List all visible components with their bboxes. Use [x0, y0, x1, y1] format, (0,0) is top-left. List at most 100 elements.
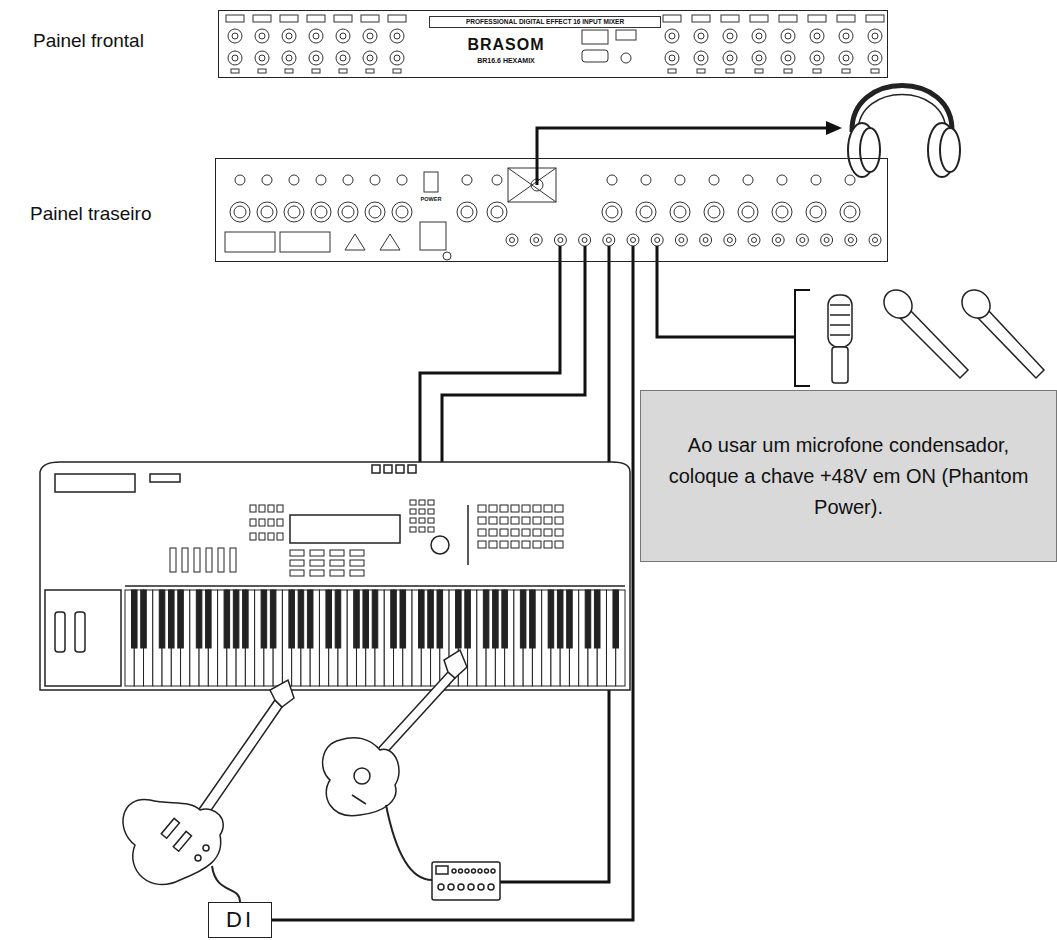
keyboard-buttons-part [522, 517, 530, 524]
front-panel: PROFESSIONAL DIGITAL EFFECT 16 INPUT MIX… [218, 10, 888, 78]
front-panel-controls-part [228, 51, 242, 65]
keyboard-keys [125, 590, 625, 686]
rear-panel-connectors-part [845, 234, 857, 246]
keyboard-keys-part [243, 590, 249, 648]
front-panel-controls-part [665, 29, 679, 43]
front-panel-controls-part [367, 33, 373, 39]
rear-panel-connectors-part [777, 175, 787, 185]
rear-panel-connectors-part [742, 206, 754, 218]
front-panel-controls-part [810, 51, 824, 65]
rear-panel-connectors-part [670, 202, 690, 222]
rear-panel-connectors-part [506, 234, 518, 246]
rear-panel-connectors-part [369, 206, 381, 218]
effects-pedal-part [436, 866, 448, 874]
rear-panel-connectors-part [487, 202, 507, 222]
keyboard-buttons-part [533, 541, 541, 548]
rear-panel-connectors-part [579, 234, 591, 246]
front-panel-controls-part [313, 33, 319, 39]
rear-panel-connectors-part [655, 238, 660, 243]
keyboard-keys-part [502, 590, 508, 648]
panel-label: Painel traseiro [30, 203, 151, 225]
keyboard-keys-part [178, 590, 184, 648]
keyboard-buttons-part [268, 533, 274, 540]
keyboard-buttons [170, 500, 563, 576]
rear-panel-connectors-part [708, 206, 720, 218]
knob-icon [621, 53, 631, 63]
keyboard-buttons-part [230, 548, 236, 572]
keyboard-buttons-part [410, 509, 416, 514]
keyboard-keys-part [465, 590, 471, 648]
keyboard [40, 462, 630, 690]
electric-guitar-part [195, 855, 201, 861]
rear-panel-connectors-part [709, 175, 719, 185]
keyboard-buttons-part [478, 505, 486, 512]
rear-panel-connectors-part [844, 206, 856, 218]
keyboard-keys-part [298, 590, 304, 648]
keyboard-buttons-part [522, 529, 530, 536]
front-panel-controls-part [255, 51, 269, 65]
rear-panel-connectors-part [636, 202, 656, 222]
front-panel-controls-part [334, 15, 352, 22]
keyboard-keys-part [131, 590, 137, 648]
rear-panel-connectors-part [748, 234, 760, 246]
keyboard-buttons-part [250, 505, 256, 512]
rear-panel-connectors-part [230, 202, 250, 222]
rear-panel-connectors-part [316, 175, 326, 185]
front-display [582, 30, 636, 63]
keyboard-buttons-part [350, 550, 364, 556]
keyboard-keys-part [372, 590, 378, 648]
front-panel-controls-part [781, 51, 795, 65]
front-panel-controls-part [663, 15, 681, 22]
keyboard-keys-part [530, 590, 536, 648]
acoustic-guitar-part [352, 795, 366, 804]
front-panel-controls-part [336, 29, 350, 43]
front-panel-controls-part [668, 69, 676, 73]
rear-panel-connectors-part [631, 238, 636, 243]
keyboard-cable [442, 246, 585, 463]
rear-panel-connectors-part [675, 234, 687, 246]
keyboard-part [372, 465, 380, 473]
keyboard-buttons-part [268, 505, 274, 512]
front-panel-controls-part [339, 69, 347, 73]
front-panel-controls-part [752, 51, 766, 65]
guitar-cable [212, 866, 240, 902]
rear-panel-connectors-part [772, 202, 792, 222]
front-panel-controls-part [366, 69, 374, 73]
power-switch [424, 172, 438, 192]
rear-panel-connectors-part [743, 175, 753, 185]
keyboard-buttons-part [428, 509, 434, 514]
keyboard-keys-part [548, 590, 554, 648]
rear-panel-connectors-part [602, 202, 622, 222]
rear-panel-connectors-part [289, 175, 299, 185]
keyboard-keys-part [206, 590, 212, 648]
keyboard-keys-part [419, 590, 425, 648]
front-panel-controls-part [669, 33, 675, 39]
front-panel-controls-part [750, 15, 768, 22]
keyboard-buttons-part [350, 570, 364, 576]
front-panel-controls-part [697, 69, 705, 73]
keyboard-buttons-part [277, 533, 283, 540]
rear-panel-connectors-part [821, 234, 833, 246]
mic-bracket [795, 290, 810, 386]
front-panel-controls [226, 15, 884, 73]
electric-guitar-part [203, 845, 209, 851]
condenser-mic [828, 295, 852, 347]
front-panel-controls-part [226, 15, 244, 22]
front-panel-controls-part [698, 33, 704, 39]
rear-panel-connectors-part [603, 234, 615, 246]
front-panel-controls-part [843, 33, 849, 39]
effects-pedal-part [478, 884, 484, 890]
pitch-wheel [55, 612, 65, 652]
rear-panel-connectors-part [606, 206, 618, 218]
mod-wheel [75, 612, 85, 652]
keyboard-buttons-part [533, 505, 541, 512]
keyboard-buttons-part [544, 541, 552, 548]
front-panel-controls-part [785, 55, 791, 61]
keyboard-buttons-part [544, 517, 552, 524]
keyboard-buttons-part [410, 527, 416, 532]
keyboard-part [396, 465, 404, 473]
rear-panel-connectors-part [342, 206, 354, 218]
keyboard-buttons-part [290, 560, 304, 566]
guitar-head [444, 650, 467, 678]
mic-bracket-part [795, 290, 810, 386]
